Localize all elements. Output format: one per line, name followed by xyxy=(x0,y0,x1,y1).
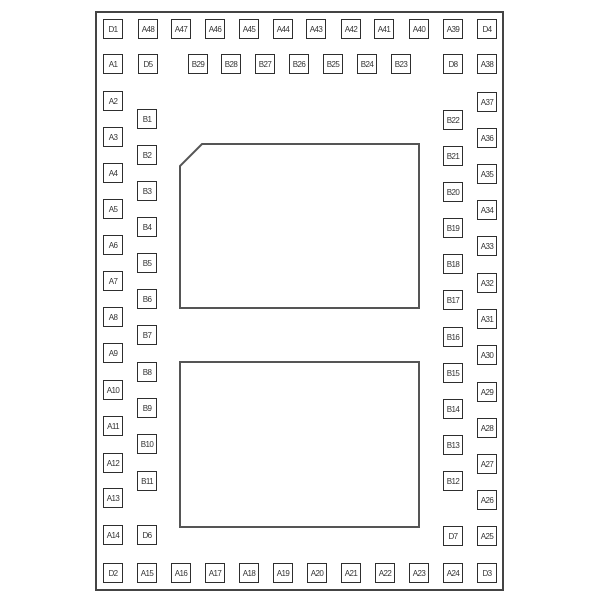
pin-pad-a36: A36 xyxy=(477,128,497,148)
pin-pad-a44: A44 xyxy=(273,19,293,39)
pin-pad-b29: B29 xyxy=(188,54,208,74)
pin-pad-a6: A6 xyxy=(103,235,123,255)
pin-pad-a48: A48 xyxy=(138,19,158,39)
pin-pad-b2: B2 xyxy=(137,145,157,165)
pin-pad-a7: A7 xyxy=(103,271,123,291)
pin-pad-a28: A28 xyxy=(477,418,497,438)
pin-pad-b14: B14 xyxy=(443,399,463,419)
pin-pad-a23: A23 xyxy=(409,563,429,583)
pin-pad-d4: D4 xyxy=(477,19,497,39)
pin-pad-b6: B6 xyxy=(137,289,157,309)
pin-pad-a1: A1 xyxy=(103,54,123,74)
pin-pad-a35: A35 xyxy=(477,164,497,184)
pin-pad-a10: A10 xyxy=(103,380,123,400)
pin-pad-b5: B5 xyxy=(137,253,157,273)
pin-pad-a11: A11 xyxy=(103,416,123,436)
upper-thermal-pad xyxy=(179,143,420,309)
pin-pad-a5: A5 xyxy=(103,199,123,219)
pin-pad-a46: A46 xyxy=(205,19,225,39)
pin-pad-b8: B8 xyxy=(137,362,157,382)
pin-pad-a33: A33 xyxy=(477,236,497,256)
pin-pad-a31: A31 xyxy=(477,309,497,329)
pin-pad-a30: A30 xyxy=(477,345,497,365)
pin-pad-d5: D5 xyxy=(138,54,158,74)
pin-pad-a32: A32 xyxy=(477,273,497,293)
pin-pad-b9: B9 xyxy=(137,398,157,418)
pin-pad-b18: B18 xyxy=(443,254,463,274)
pin-pad-b28: B28 xyxy=(221,54,241,74)
pin-pad-a21: A21 xyxy=(341,563,361,583)
pin-pad-a16: A16 xyxy=(171,563,191,583)
pin-pad-a13: A13 xyxy=(103,488,123,508)
pin-pad-a14: A14 xyxy=(103,525,123,545)
pin-pad-a42: A42 xyxy=(341,19,361,39)
pin-pad-b7: B7 xyxy=(137,325,157,345)
pin-pad-d1: D1 xyxy=(103,19,123,39)
pin-pad-a12: A12 xyxy=(103,453,123,473)
pin-pad-a4: A4 xyxy=(103,163,123,183)
pin-pad-d2: D2 xyxy=(103,563,123,583)
pin-pad-a15: A15 xyxy=(137,563,157,583)
pin-pad-a47: A47 xyxy=(171,19,191,39)
pin-pad-a8: A8 xyxy=(103,307,123,327)
pin-pad-b16: B16 xyxy=(443,327,463,347)
pin-pad-a2: A2 xyxy=(103,91,123,111)
pin-pad-b23: B23 xyxy=(391,54,411,74)
pin-pad-a22: A22 xyxy=(375,563,395,583)
pin-pad-b24: B24 xyxy=(357,54,377,74)
pin-pad-a3: A3 xyxy=(103,127,123,147)
pin-pad-b1: B1 xyxy=(137,109,157,129)
pin-pad-a20: A20 xyxy=(307,563,327,583)
pin-pad-a37: A37 xyxy=(477,92,497,112)
pin-pad-d3: D3 xyxy=(477,563,497,583)
pin-pad-b21: B21 xyxy=(443,146,463,166)
pin-pad-a24: A24 xyxy=(443,563,463,583)
pin-pad-b22: B22 xyxy=(443,110,463,130)
lower-thermal-pad xyxy=(179,361,420,528)
pin-pad-b20: B20 xyxy=(443,182,463,202)
pin-pad-b17: B17 xyxy=(443,290,463,310)
pin-pad-a41: A41 xyxy=(374,19,394,39)
pin-pad-b19: B19 xyxy=(443,218,463,238)
pin-pad-b3: B3 xyxy=(137,181,157,201)
pin-pad-b15: B15 xyxy=(443,363,463,383)
pin-pad-b4: B4 xyxy=(137,217,157,237)
pin-pad-a34: A34 xyxy=(477,200,497,220)
pin-pad-a29: A29 xyxy=(477,382,497,402)
package-outline xyxy=(95,11,504,591)
pin-pad-d8: D8 xyxy=(443,54,463,74)
pin-pad-a25: A25 xyxy=(477,526,497,546)
pin-pad-a39: A39 xyxy=(443,19,463,39)
pin-pad-b27: B27 xyxy=(255,54,275,74)
pin-pad-b10: B10 xyxy=(137,434,157,454)
pin-pad-a43: A43 xyxy=(306,19,326,39)
pin-pad-b13: B13 xyxy=(443,435,463,455)
pin-pad-d6: D6 xyxy=(137,525,157,545)
pin-pad-a26: A26 xyxy=(477,490,497,510)
pin-pad-a27: A27 xyxy=(477,454,497,474)
pin-pad-b26: B26 xyxy=(289,54,309,74)
pin-pad-b12: B12 xyxy=(443,471,463,491)
pin-pad-a18: A18 xyxy=(239,563,259,583)
pin-pad-b25: B25 xyxy=(323,54,343,74)
pin-pad-a38: A38 xyxy=(477,54,497,74)
pin-pad-d7: D7 xyxy=(443,526,463,546)
pin-pad-b11: B11 xyxy=(137,471,157,491)
pin-pad-a19: A19 xyxy=(273,563,293,583)
pin-pad-a45: A45 xyxy=(239,19,259,39)
pin-pad-a17: A17 xyxy=(205,563,225,583)
pin-pad-a40: A40 xyxy=(409,19,429,39)
pin-pad-a9: A9 xyxy=(103,343,123,363)
